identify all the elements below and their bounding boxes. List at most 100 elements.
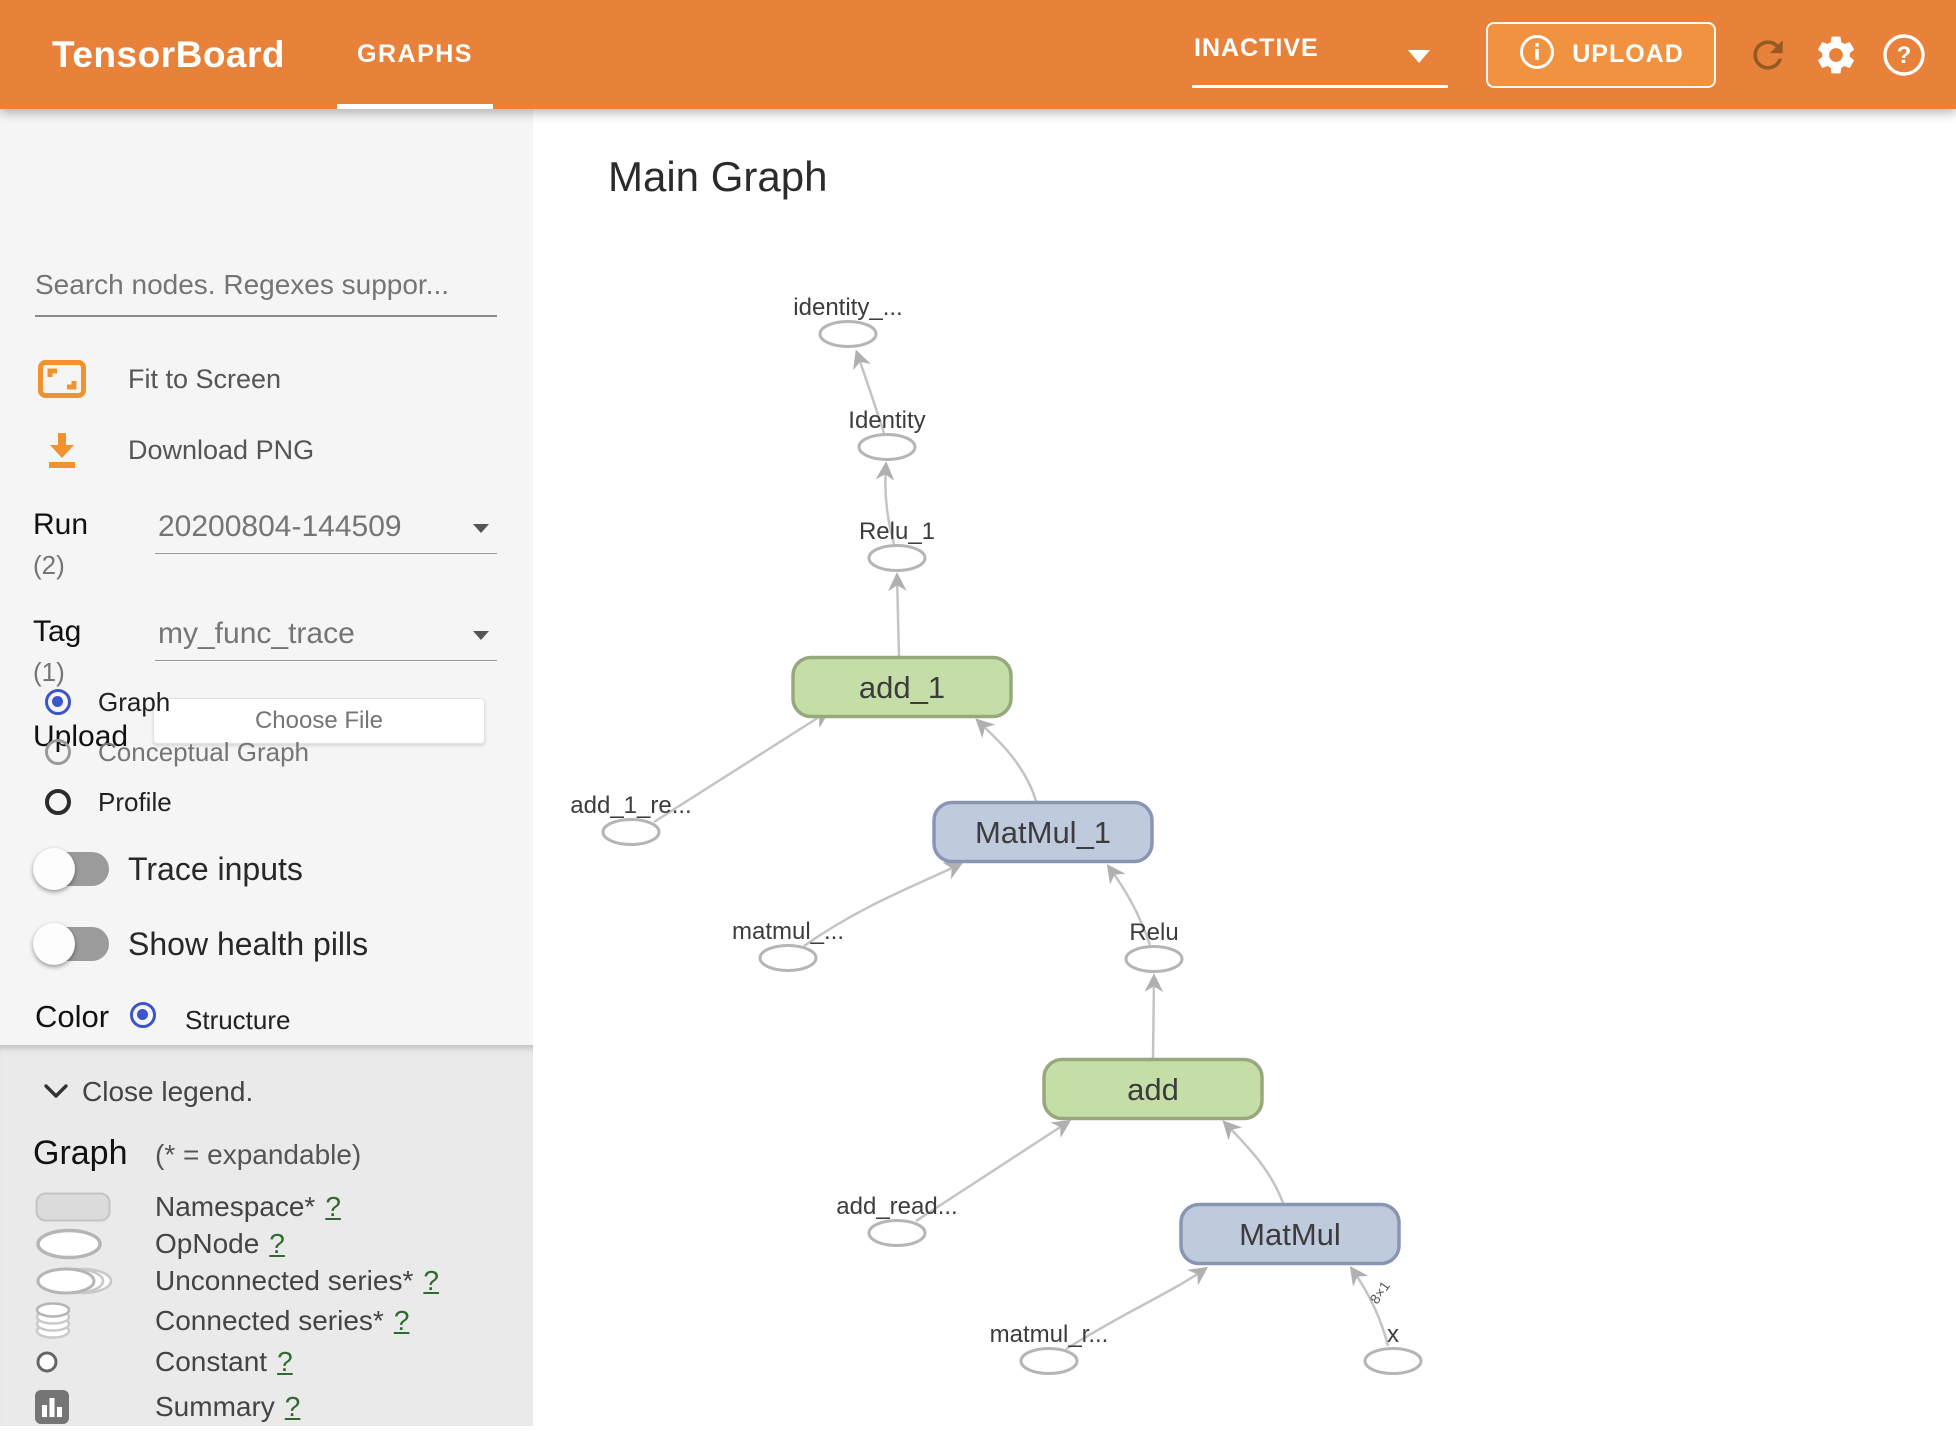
svg-text:?: ?: [1897, 42, 1912, 69]
legend-item: Namespace*?: [0, 1188, 533, 1225]
radio-profile[interactable]: Profile: [0, 777, 533, 827]
trace-inputs-toggle[interactable]: Trace inputs: [0, 839, 533, 899]
edge-Relu-to-MatMul_1: [1106, 863, 1152, 946]
legend-heading: Graph: [33, 1134, 128, 1172]
fit-to-screen-icon: [37, 360, 87, 398]
edge-MatMul_1-to-add_1: [975, 718, 1038, 802]
graph-node-Relu_1[interactable]: Relu_1: [859, 518, 935, 572]
gear-icon: [1818, 36, 1854, 73]
graph-node-label: MatMul_1: [975, 815, 1111, 850]
legend-help-link[interactable]: ?: [393, 1304, 410, 1336]
legend-item-label: Namespace*: [155, 1190, 316, 1222]
settings-button[interactable]: [1808, 27, 1864, 83]
graph-node-Identity[interactable]: Identity: [848, 407, 926, 461]
tab-graphs[interactable]: GRAPHS: [337, 0, 493, 109]
graph-node-x[interactable]: x: [1363, 1321, 1423, 1375]
namespace-icon: [35, 1192, 115, 1222]
radio-selected-icon: [45, 689, 71, 715]
active-tab-underline: [337, 104, 493, 109]
data-status-dropdown[interactable]: INACTIVE: [1192, 22, 1448, 88]
edge-add_1-to-Relu_1: [888, 572, 907, 657]
edge-MatMul-to-add: [1222, 1120, 1285, 1204]
opnode-icon: [35, 1228, 115, 1260]
run-select[interactable]: 20200804-144509: [155, 508, 497, 554]
tag-select[interactable]: my_func_trace: [155, 615, 497, 661]
summary-icon: [35, 1390, 115, 1424]
graph-node-add_1[interactable]: add_1: [791, 655, 1013, 719]
legend-item: OpNode?: [0, 1225, 533, 1262]
info-icon: [1518, 33, 1556, 76]
radio-unselected-icon: [45, 739, 71, 765]
edge-Identity-to-identity_out: [853, 349, 886, 434]
color-label: Color: [35, 999, 110, 1034]
chevron-down-icon: [473, 524, 489, 533]
upload-button[interactable]: UPLOAD: [1486, 21, 1716, 88]
legend-item-label: Summary: [155, 1391, 275, 1422]
legend-items: Namespace*?OpNode?Unconnected series*?Co…: [0, 1188, 533, 1431]
help-icon: ?: [1883, 33, 1925, 76]
app-header: TensorBoard GRAPHS INACTIVE UPLOAD ?: [0, 0, 1956, 109]
graph-node-label: matmul_...: [732, 918, 844, 945]
chevron-down-icon: [44, 1084, 68, 1098]
edge-shape-label: 8×1: [1366, 1278, 1393, 1307]
refresh-icon: [1753, 39, 1783, 70]
chevron-down-icon: [473, 631, 489, 640]
graph-node-label: MatMul: [1239, 1217, 1341, 1252]
reload-button[interactable]: [1740, 27, 1796, 83]
edge-matmul_r-to-MatMul: [1065, 1266, 1209, 1351]
legend-item: Unconnected series*?: [0, 1262, 533, 1300]
sidebar: Fit to Screen Download PNG Run (2) 20200…: [0, 109, 533, 1426]
legend-expandable-note: (* = expandable): [155, 1139, 362, 1170]
graph-node-add_read[interactable]: add_read...: [836, 1193, 958, 1247]
legend-help-link[interactable]: ?: [423, 1265, 439, 1296]
graph-node-identity_out[interactable]: identity_...: [793, 294, 903, 348]
edge-add_read-to-add: [915, 1119, 1072, 1223]
graph-node-matmul_r[interactable]: matmul_r...: [990, 1321, 1109, 1375]
graph-node-MatMul[interactable]: MatMul: [1179, 1202, 1401, 1266]
color-mode-label: Structure: [185, 1005, 291, 1035]
graph-node-Relu[interactable]: Relu: [1124, 919, 1184, 973]
data-status-value: INACTIVE: [1194, 33, 1319, 62]
edge-x-to-MatMul: [1349, 1265, 1390, 1347]
radio-graph[interactable]: Graph: [0, 677, 533, 727]
fit-to-screen-button[interactable]: Fit to Screen: [0, 351, 533, 407]
graph-node-label: x: [1387, 1321, 1399, 1348]
legend-help-link[interactable]: ?: [277, 1346, 293, 1377]
legend-item-label: Constant: [155, 1346, 268, 1377]
radio-unselected-icon: [45, 789, 71, 815]
close-legend-button[interactable]: Close legend.: [0, 1074, 533, 1114]
search-input[interactable]: [35, 269, 497, 317]
tab-graphs-label: GRAPHS: [357, 40, 473, 68]
graph-node-MatMul_1[interactable]: MatMul_1: [932, 800, 1154, 864]
edge-matmul_2-to-MatMul_1: [803, 862, 964, 948]
download-png-button[interactable]: Download PNG: [0, 422, 533, 478]
show-health-pills-toggle[interactable]: Show health pills: [0, 914, 533, 974]
legend-help-link[interactable]: ?: [269, 1227, 285, 1259]
app-logo: TensorBoard: [52, 33, 286, 75]
run-label: Run: [33, 508, 89, 541]
graph-node-add[interactable]: add: [1042, 1057, 1264, 1121]
graph-node-matmul_2[interactable]: matmul_...: [732, 918, 844, 972]
legend-item-label: Connected series*: [155, 1304, 384, 1336]
tag-count: (1): [33, 657, 65, 687]
legend-item-label: OpNode: [155, 1227, 260, 1259]
radio-conceptual-graph[interactable]: Conceptual Graph: [0, 727, 533, 777]
unconnected-series-icon: [35, 1266, 115, 1296]
tag-label: Tag: [33, 615, 82, 648]
graph-node-label: add: [1127, 1072, 1179, 1107]
toggle-off-icon: [33, 923, 109, 965]
graph-node-add_1_re[interactable]: add_1_re...: [570, 792, 692, 846]
graph-node-label: add_1_re...: [570, 792, 691, 819]
download-icon: [37, 429, 87, 471]
upload-button-label: UPLOAD: [1572, 40, 1684, 68]
help-button[interactable]: ?: [1876, 27, 1932, 83]
legend-help-link[interactable]: ?: [284, 1391, 301, 1422]
choose-file-button[interactable]: Choose File: [153, 698, 485, 744]
edge-Relu_1-to-Identity: [875, 461, 896, 545]
graph-node-label: Identity: [848, 407, 925, 434]
legend-help-link[interactable]: ?: [325, 1190, 341, 1222]
radio-structure[interactable]: [130, 1002, 156, 1028]
connected-series-icon: [35, 1301, 115, 1340]
